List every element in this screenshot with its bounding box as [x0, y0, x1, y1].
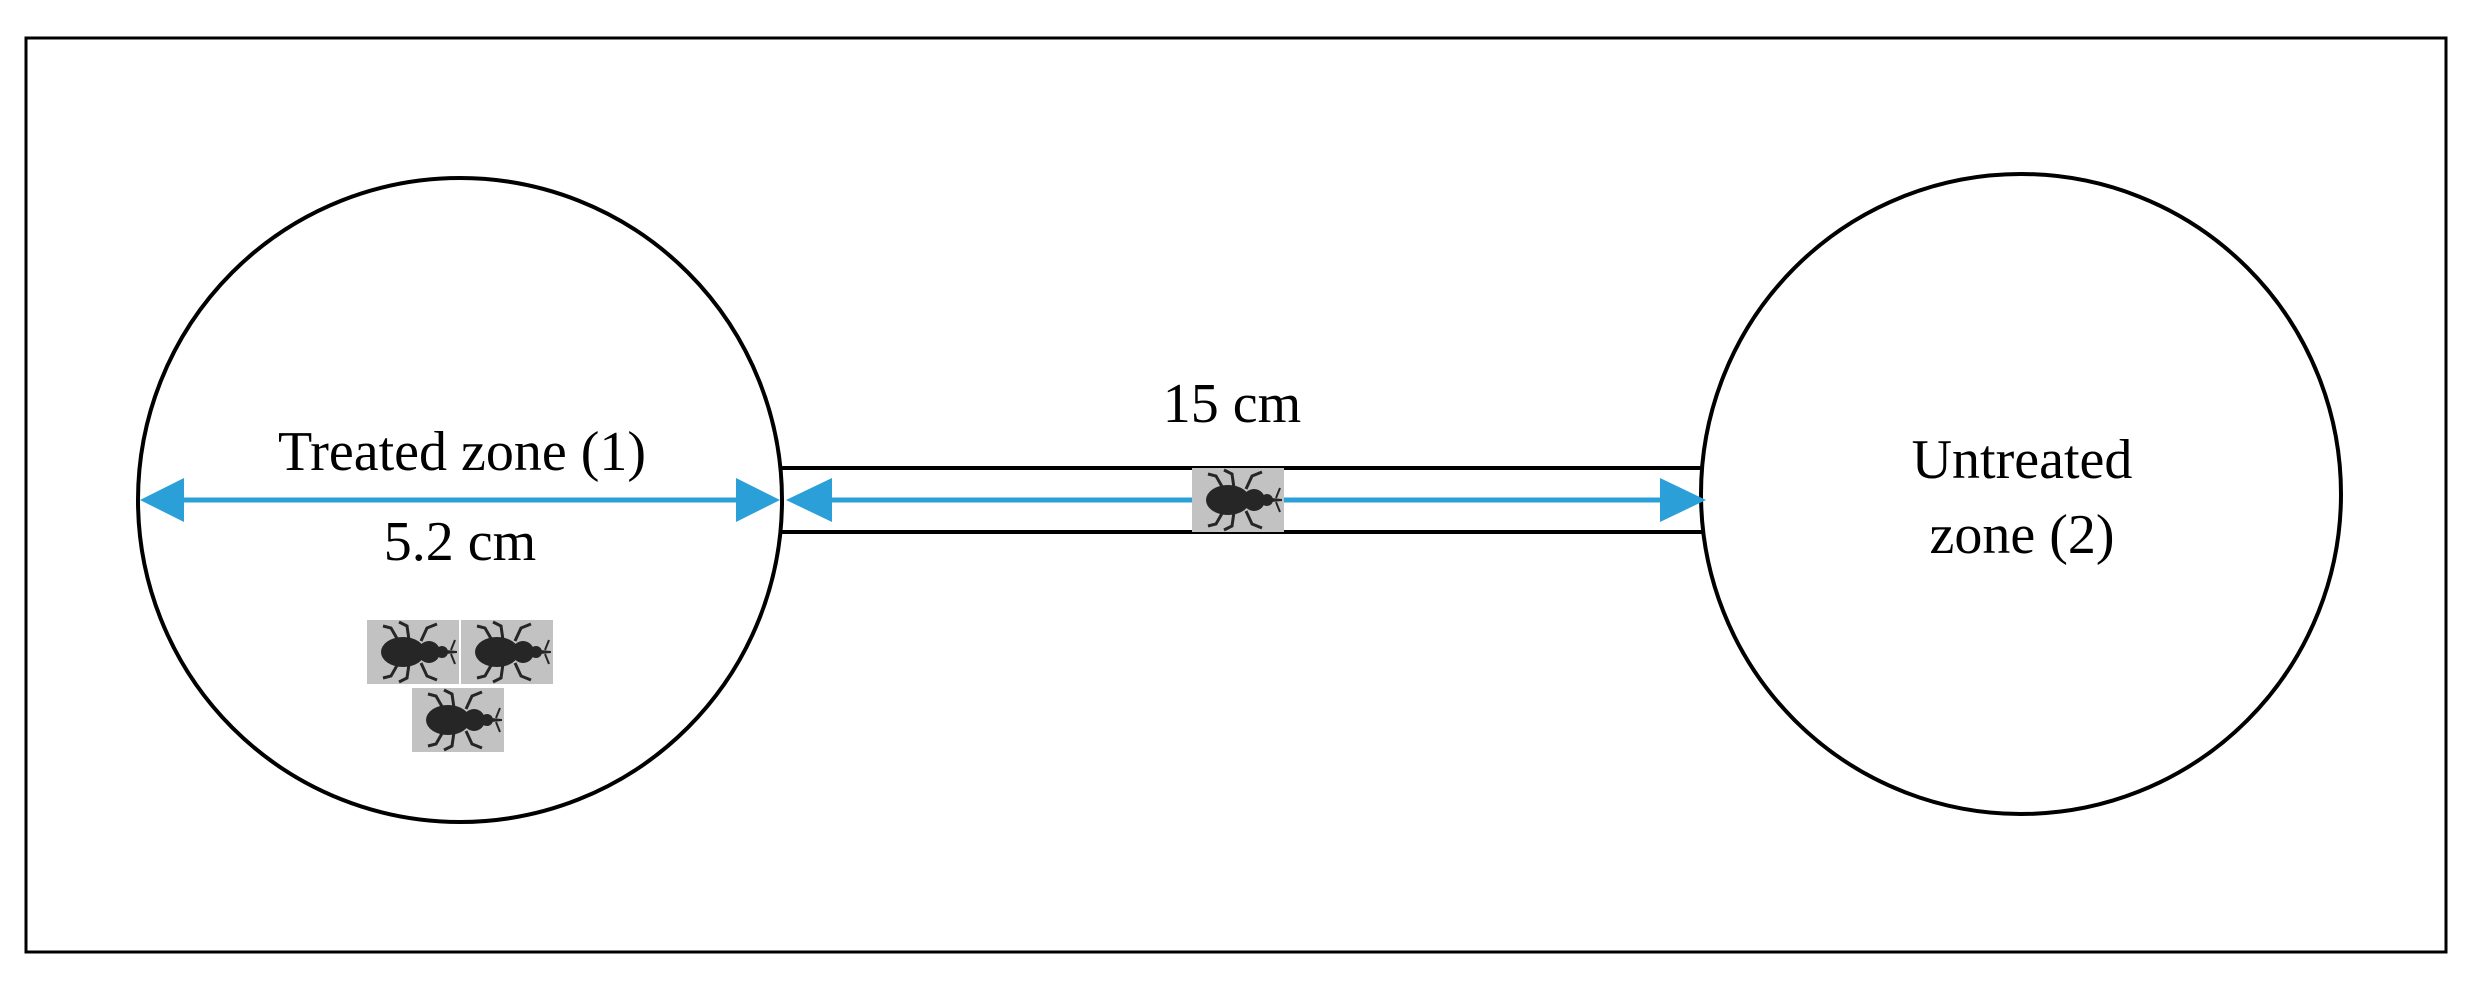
tube-length-label: 15 cm: [1163, 373, 1301, 435]
figure-frame: [24, 36, 2448, 954]
treated-zone-label: Treated zone (1): [278, 421, 646, 483]
untreated-zone-label-line2: zone (2): [1929, 504, 2114, 566]
weevil-icon: [365, 618, 461, 686]
tube-arrowhead-left: [786, 478, 832, 522]
weevil-icon: [410, 686, 506, 754]
weevil-icon: [1190, 466, 1286, 534]
untreated-zone-circle: [1699, 172, 2343, 816]
diameter-label: 5.2 cm: [384, 511, 536, 573]
weevil-icon: [459, 618, 555, 686]
tube-arrowhead-right: [1660, 478, 1706, 522]
diameter-arrowhead-left: [140, 478, 184, 522]
diameter-arrowhead-right: [736, 478, 780, 522]
diameter-arrow: [140, 478, 780, 522]
untreated-zone-label-line1: Untreated: [1912, 429, 2133, 491]
